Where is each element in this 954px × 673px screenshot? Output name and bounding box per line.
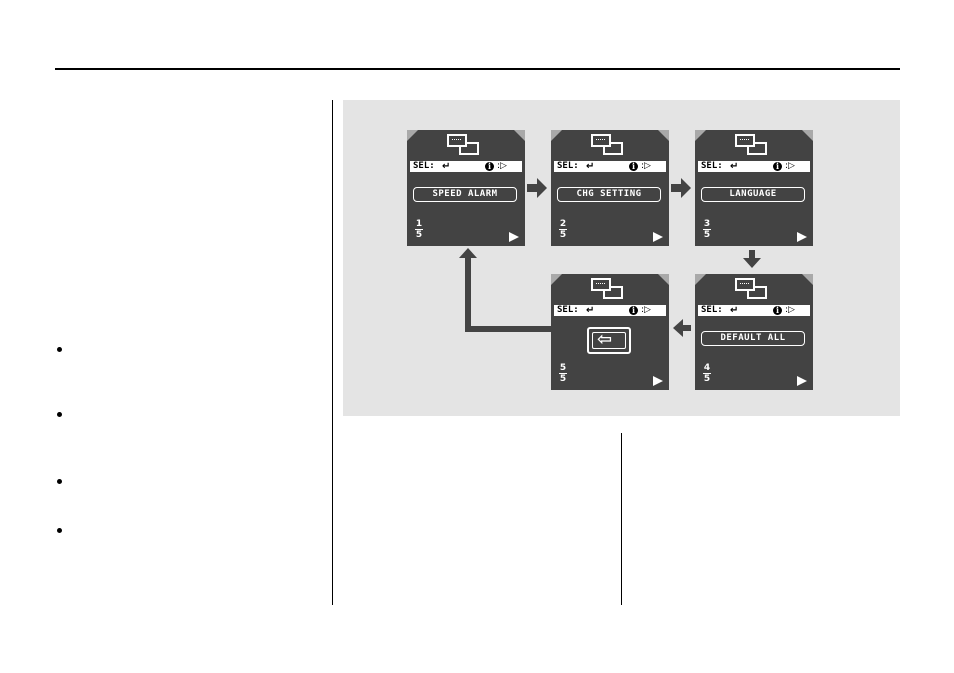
top-rule	[55, 68, 900, 70]
bullet-4	[57, 528, 62, 533]
arrow-return	[459, 248, 551, 332]
column-divider-left	[332, 100, 333, 605]
bullet-1	[57, 347, 62, 352]
column-divider-middle	[621, 433, 622, 605]
bullet-3	[57, 479, 62, 484]
arrow-right-2	[671, 178, 691, 198]
arrow-down	[743, 250, 761, 268]
bullet-2	[57, 412, 62, 417]
menu-diagram-panel: SEL: ↵ i :▷ SPEED ALARM 1 5 SEL: ↵ i :▷ …	[343, 100, 900, 416]
arrow-left	[673, 319, 691, 337]
flow-arrows	[343, 100, 900, 416]
arrow-right-1	[527, 178, 547, 198]
